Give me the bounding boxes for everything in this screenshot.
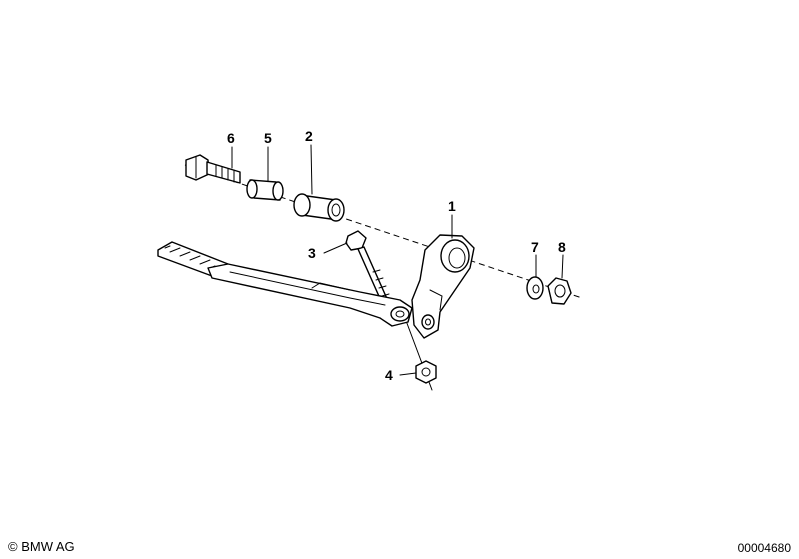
part-8-hex-nut [547, 277, 572, 305]
part-6-hex-bolt [185, 154, 241, 184]
callout-7: 7 [531, 239, 539, 255]
callout-8: 8 [558, 239, 566, 255]
leader-line-2 [310, 144, 313, 195]
callout-4: 4 [385, 367, 393, 383]
copyright-label: © BMW AG [8, 539, 75, 554]
callout-2: 2 [305, 128, 313, 144]
diagram-number: 00004680 [737, 541, 791, 555]
callout-5: 5 [264, 130, 272, 146]
part-1-pivot-bracket [411, 234, 475, 339]
leader-line-8 [561, 254, 564, 279]
leader-line-3 [323, 242, 348, 254]
leader-line-4 [399, 372, 417, 376]
part-5-sleeve [246, 179, 284, 201]
brake-pedal-lever [157, 241, 413, 327]
callout-1: 1 [448, 198, 456, 214]
callout-3: 3 [308, 245, 316, 261]
callout-6: 6 [227, 130, 235, 146]
part-7-washer [526, 276, 544, 300]
part-2-bushing [293, 193, 345, 222]
part-4-hex-nut [415, 360, 437, 384]
